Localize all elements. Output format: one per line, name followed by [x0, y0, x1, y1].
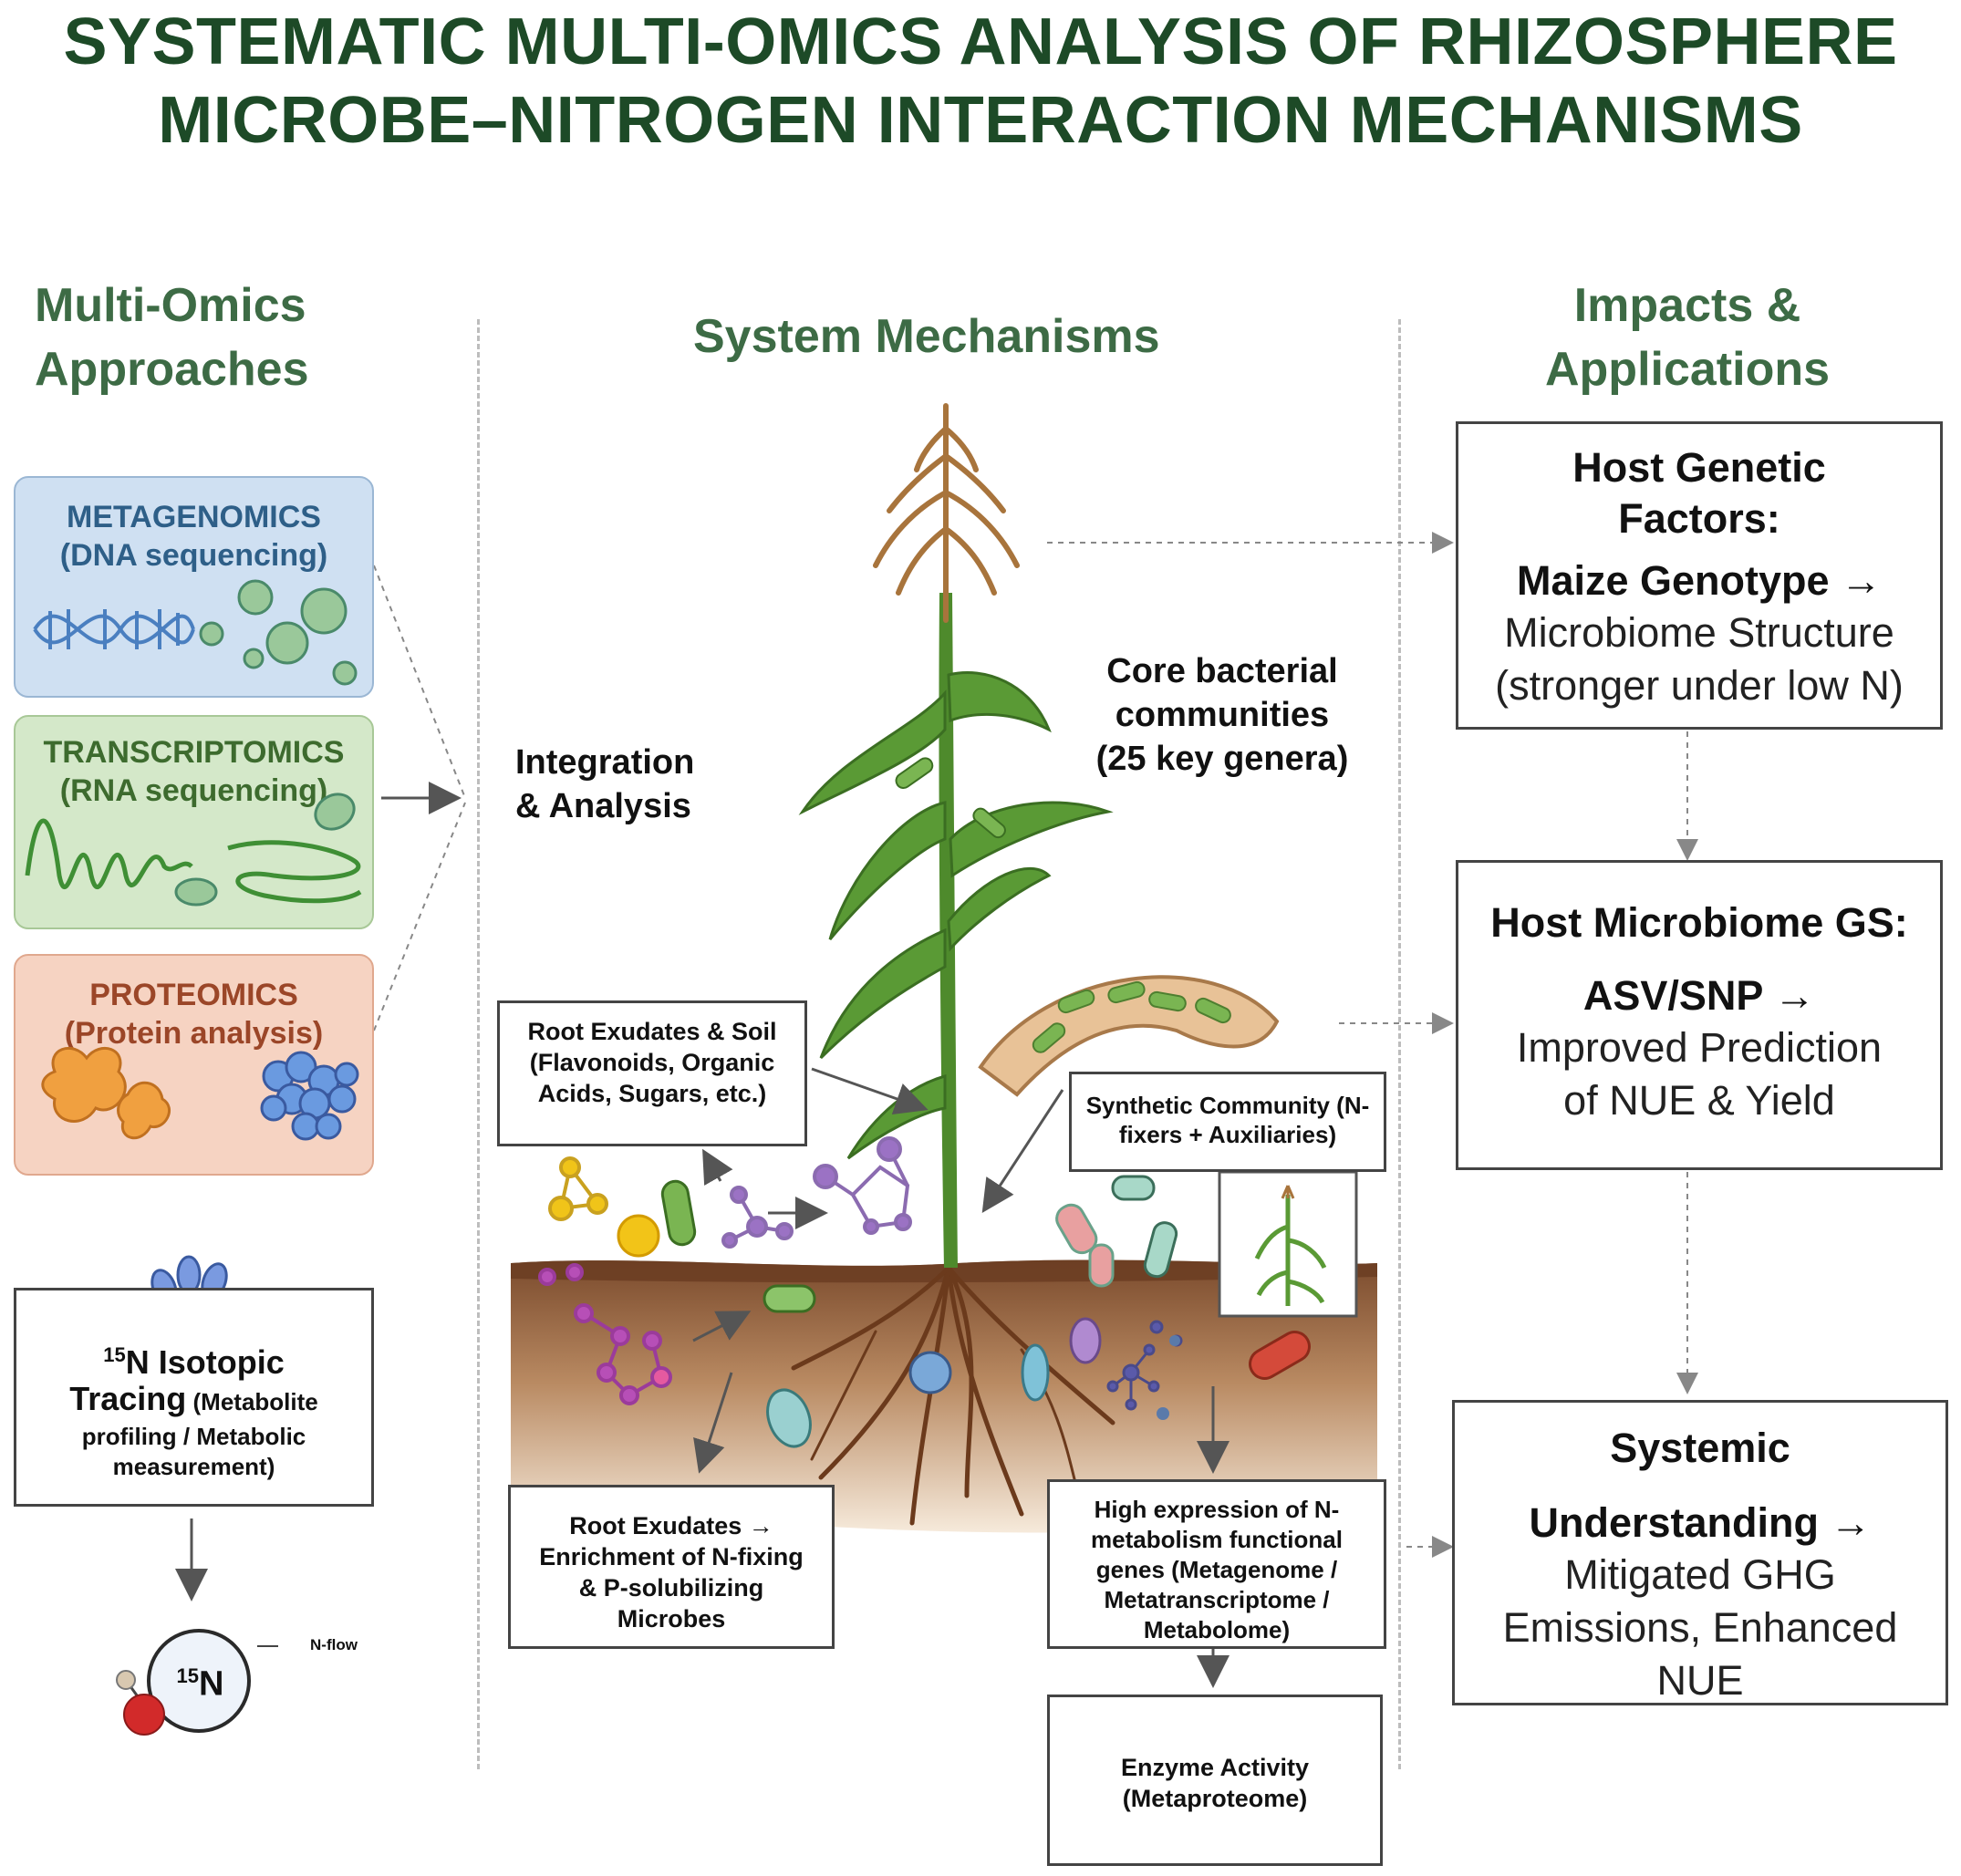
isotope-heading-tail: Tracing [69, 1380, 187, 1417]
isotope-detail: profiling / Metabolic measurement) [81, 1423, 306, 1480]
host-genetic-heading-2: Factors: [1618, 495, 1780, 542]
host-genetic-heading-1: Host Genetic [1572, 444, 1826, 491]
integration-line-1: Integration [515, 743, 695, 782]
isotope-detail-line: Tracing (Metabolite [16, 1383, 371, 1422]
metagenomics-subtitle: (DNA sequencing) [59, 538, 328, 573]
proteomics-title: PROTEOMICS [89, 978, 298, 1012]
right-column-heading: Impacts & Applications [1450, 274, 1925, 401]
isotope-detail-tail: (Metabolite [186, 1388, 318, 1415]
left-heading-line-1: Multi-Omics [35, 279, 306, 332]
left-divider [477, 319, 480, 1769]
core-communities-label: Core bacterial communities (25 key gener… [1067, 649, 1377, 781]
n15-symbol: N [199, 1664, 224, 1704]
host-microbiome-heading: Host Microbiome GS: [1490, 899, 1908, 946]
root-exudates-enrichment-box: Root Exudates → Enrichment of N-fixing &… [508, 1485, 835, 1649]
microbiome-structure-label: Microbiome Structure [1504, 609, 1894, 656]
systemic-heading-2: Understanding → [1529, 1499, 1872, 1546]
metagenomics-title: METAGENOMICS [67, 500, 321, 534]
n15-superscript: 15 [176, 1664, 200, 1687]
core-line-3: (25 key genera) [1095, 740, 1349, 778]
isotope-heading: 15N Isotopic [16, 1338, 371, 1380]
integration-analysis-label: Integration & Analysis [515, 741, 716, 828]
synthetic-community-box: Synthetic Community (N-fixers + Auxiliar… [1069, 1072, 1386, 1172]
high-expression-box: High expression of N-metabolism function… [1047, 1479, 1386, 1649]
improved-prediction-label: Improved Prediction [1516, 1024, 1883, 1071]
soil-microbes-right [766, 1175, 1311, 1448]
title-line-2: MICROBE–NITROGEN INTERACTION MECHANISMS [158, 84, 1803, 157]
enzyme-activity-box: Enzyme Activity (Metaproteome) [1047, 1695, 1383, 1866]
transcriptomics-subtitle: (RNA sequencing) [59, 773, 328, 808]
arrows-right [1047, 532, 1698, 1558]
systemic-heading-1: Systemic [1610, 1425, 1790, 1471]
emissions-enhanced-label: Emissions, Enhanced [1502, 1604, 1898, 1651]
mitigated-ghg-label: Mitigated GHG [1564, 1551, 1836, 1598]
right-divider [1398, 319, 1401, 1769]
arrows-center [692, 1067, 1230, 1688]
n-flow-label: N-flow [310, 1636, 358, 1653]
root-exudates-soil-box: Root Exudates & Soil (Flavonoids, Organi… [497, 1000, 807, 1146]
exudate-molecules [538, 1136, 912, 1405]
nue-yield-label: of NUE & Yield [1563, 1077, 1835, 1124]
systemic-understanding-box: Systemic Understanding → Mitigated GHG E… [1452, 1400, 1948, 1705]
isotope-superscript: 15 [103, 1343, 126, 1366]
asv-snp-label: ASV/SNP → [1582, 972, 1816, 1019]
nue-label: NUE [1656, 1657, 1744, 1704]
arrows-left [373, 565, 466, 1031]
core-line-1: Core bacterial [1106, 652, 1338, 690]
host-genetic-factors-box: Host Genetic Factors: Maize Genotype → M… [1456, 421, 1943, 730]
n15-label: 15N [157, 1658, 244, 1703]
host-microbiome-gs-box: Host Microbiome GS: ASV/SNP → Improved P… [1456, 860, 1943, 1170]
left-column-heading: Multi-Omics Approaches [35, 274, 309, 401]
bacterium-large [978, 975, 1280, 1097]
maize-genotype-label: Maize Genotype → [1516, 557, 1883, 604]
right-heading-line-2: Applications [1544, 343, 1831, 396]
proteomics-card: PROTEOMICS (Protein analysis) [14, 954, 374, 1176]
right-heading-line-1: Impacts & [1573, 279, 1801, 332]
isotope-tracing-box: 15N Isotopic Tracing (Metabolite profili… [14, 1288, 374, 1507]
low-n-note: (stronger under low N) [1495, 662, 1904, 709]
core-line-2: communities [1115, 696, 1330, 734]
plant-roots [791, 1265, 1115, 1526]
maize-tassel [873, 403, 1020, 623]
inset-maize-image [1218, 1170, 1358, 1318]
center-column-heading: System Mechanisms [693, 310, 1160, 363]
transcriptomics-card: TRANSCRIPTOMICS (RNA sequencing) [14, 715, 374, 929]
left-heading-line-2: Approaches [35, 343, 309, 396]
proteomics-subtitle: (Protein analysis) [64, 1016, 324, 1051]
metagenomics-card: METAGENOMICS (DNA sequencing) [14, 476, 374, 698]
isotope-heading-text: N Isotopic [125, 1343, 285, 1381]
title-line-1: SYSTEMATIC MULTI-OMICS ANALYSIS OF RHIZO… [63, 5, 1898, 78]
isotope-n15-circle [116, 1629, 278, 1736]
transcriptomics-title: TRANSCRIPTOMICS [43, 735, 345, 770]
maize-plant [798, 403, 1280, 1268]
integration-line-2: & Analysis [515, 787, 691, 825]
